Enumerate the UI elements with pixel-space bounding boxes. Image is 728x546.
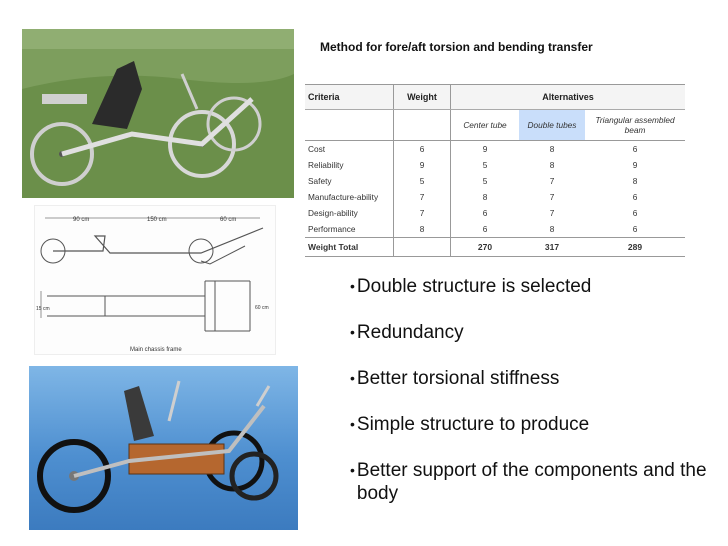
dim-label-2: 150 cm (147, 217, 167, 223)
conclusion-bullet-list: •Double structure is selected •Redundanc… (350, 275, 710, 528)
row-criteria: Reliability (308, 160, 344, 170)
row-triangular: 8 (632, 176, 638, 186)
row-weight: 9 (393, 157, 451, 173)
table-row: Performance 8 6 8 6 (305, 221, 685, 238)
total-double: 317 (519, 237, 585, 257)
row-center: 8 (450, 189, 519, 205)
bullet-text: Double structure is selected (356, 276, 592, 297)
row-center: 9 (450, 140, 519, 157)
table-row: Cost 6 9 8 6 (305, 140, 685, 157)
alt-double-tubes: Double tubes (519, 109, 585, 141)
table-row: Reliability 9 5 8 9 (305, 157, 685, 173)
bullet-item: •Better support of the components and th… (350, 459, 710, 505)
row-triangular: 6 (632, 144, 638, 154)
bullet-item: •Redundancy (350, 321, 710, 344)
bullet-dot-icon: • (350, 324, 355, 340)
trike-photo (22, 29, 294, 198)
row-double: 7 (549, 176, 555, 186)
row-weight: 8 (393, 221, 451, 238)
alt-center-tube: Center tube (450, 109, 519, 141)
row-center: 5 (450, 173, 519, 189)
total-label: Weight Total (305, 237, 394, 257)
bullet-text: Redundancy (356, 322, 464, 343)
row-weight: 5 (393, 173, 451, 189)
trike-cad-render (29, 366, 298, 530)
row-double: 8 (549, 160, 555, 170)
row-criteria: Design-ability (308, 208, 358, 218)
header-criteria: Criteria (305, 84, 394, 110)
dim-label-4: 15 cm (36, 306, 50, 312)
row-criteria: Manufacture-ability (308, 191, 379, 202)
total-center: 270 (450, 237, 519, 257)
row-double: 8 (549, 224, 555, 234)
total-row: Weight Total 270 317 289 (305, 237, 685, 257)
row-double: 7 (549, 192, 555, 202)
table-row: Safety 5 5 7 8 (305, 173, 685, 189)
row-weight: 7 (393, 189, 451, 205)
row-triangular: 6 (632, 192, 638, 202)
drawing-caption: Main chassis frame (130, 347, 182, 353)
row-triangular: 6 (632, 224, 638, 234)
table-row: Manufacture-ability 7 8 7 6 (305, 189, 685, 205)
row-triangular: 6 (632, 208, 638, 218)
table-row: Design-ability 7 6 7 6 (305, 205, 685, 221)
dim-label-3: 60 cm (220, 217, 236, 223)
table-title: Method for fore/aft torsion and bending … (320, 40, 593, 54)
row-double: 8 (549, 144, 555, 154)
chassis-drawing: 90 cm 150 cm 60 cm 15 cm 60 cm Main chas… (34, 205, 276, 355)
row-center: 6 (450, 205, 519, 221)
bullet-text: Simple structure to produce (356, 414, 590, 435)
row-double: 7 (549, 208, 555, 218)
bullet-text: Better torsional stiffness (356, 368, 560, 389)
row-criteria: Cost (308, 144, 326, 154)
alternatives-row: Center tube Double tubes Triangular asse… (305, 109, 685, 141)
alt-triangular-beam: Triangular assembled beam (585, 109, 685, 141)
bullet-dot-icon: • (350, 278, 355, 294)
row-criteria: Performance (308, 224, 356, 234)
bullet-dot-icon: • (350, 416, 355, 432)
row-center: 5 (450, 157, 519, 173)
bullet-dot-icon: • (350, 370, 355, 386)
row-weight: 7 (393, 205, 451, 221)
bullet-item: •Double structure is selected (350, 275, 710, 298)
total-triangular: 289 (585, 237, 685, 257)
row-weight: 6 (393, 140, 451, 157)
bullet-text: Better support of the components and the… (356, 460, 707, 504)
header-alternatives: Alternatives (450, 84, 685, 110)
dim-label-5: 60 cm (255, 305, 269, 311)
bullet-item: •Simple structure to produce (350, 413, 710, 436)
bullet-dot-icon: • (350, 462, 355, 478)
row-criteria: Safety (308, 176, 332, 186)
dim-label-1: 90 cm (73, 217, 89, 223)
decision-matrix-table: Criteria Weight Alternatives Center tube… (305, 84, 685, 257)
row-center: 6 (450, 221, 519, 238)
table-header-row: Criteria Weight Alternatives (305, 84, 685, 110)
bullet-item: •Better torsional stiffness (350, 367, 710, 390)
row-triangular: 9 (632, 160, 638, 170)
header-weight: Weight (393, 84, 451, 110)
